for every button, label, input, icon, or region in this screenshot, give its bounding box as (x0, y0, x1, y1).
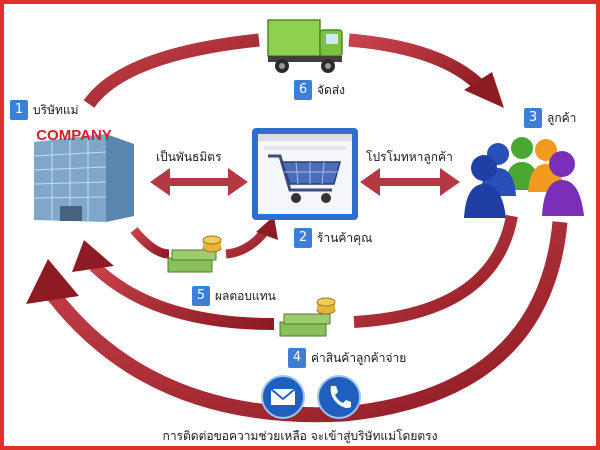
email-icon (261, 375, 305, 419)
node-number: 6 (294, 80, 312, 100)
person-blue-front (464, 155, 506, 218)
node-company: 1 บริษัทแม่ (10, 100, 79, 120)
node-number: 3 (524, 108, 542, 128)
arrow-company-to-reward (130, 227, 170, 259)
arrow-partner (150, 168, 248, 196)
node-number: 5 (192, 286, 210, 306)
partner-label: เป็นพันธมิตร (156, 150, 222, 164)
node-number: 2 (294, 228, 312, 248)
person-purple (542, 151, 584, 216)
store-window-icon (252, 128, 358, 220)
promote-label: โปรโมทหาลูกค้า (366, 150, 453, 164)
node-delivery: 6 จัดส่ง (294, 80, 345, 100)
customers-icon (464, 137, 584, 218)
node-payment: 4 ค่าสินค้าลูกค้าจ่าย (288, 348, 406, 368)
arrow-reward-to-store (225, 227, 270, 259)
arrowhead-company-middle (72, 240, 114, 272)
arrowhead-store (256, 216, 278, 240)
node-label: ร้านค้าคุณ (317, 230, 373, 245)
money-stack-payment-icon (279, 297, 336, 337)
contact-note: การติดต่อขอความช่วยเหลือ จะเข้าสู่บริษัท… (162, 429, 438, 443)
node-number: 4 (288, 348, 306, 368)
truck-icon (267, 19, 343, 73)
arrow-customers-to-payment (353, 214, 518, 328)
node-label: ผลตอบแทน (215, 288, 276, 303)
company-sign: COMPANY (36, 127, 112, 144)
phone-icon (317, 375, 361, 419)
node-label: ลูกค้า (547, 110, 577, 125)
arrow-promote (360, 168, 460, 196)
flow-arrows (26, 33, 568, 423)
node-reward: 5 ผลตอบแทน (192, 286, 276, 306)
company-building-icon: COMPANY (33, 127, 134, 222)
arrow-payment-to-company (89, 261, 275, 330)
arrow-company-to-truck (83, 33, 260, 108)
arrow-truck-to-customers (348, 33, 487, 93)
money-stack-reward-icon (167, 235, 222, 273)
node-customers: 3 ลูกค้า (524, 108, 576, 128)
node-label: ค่าสินค้าลูกค้าจ่าย (311, 350, 407, 365)
arrowhead-customers (464, 72, 504, 108)
node-label: บริษัทแม่ (33, 102, 79, 117)
node-store: 2 ร้านค้าคุณ (294, 228, 372, 248)
arrowhead-company-outer (26, 259, 79, 304)
node-label: จัดส่ง (317, 82, 346, 97)
node-number: 1 (10, 100, 28, 120)
